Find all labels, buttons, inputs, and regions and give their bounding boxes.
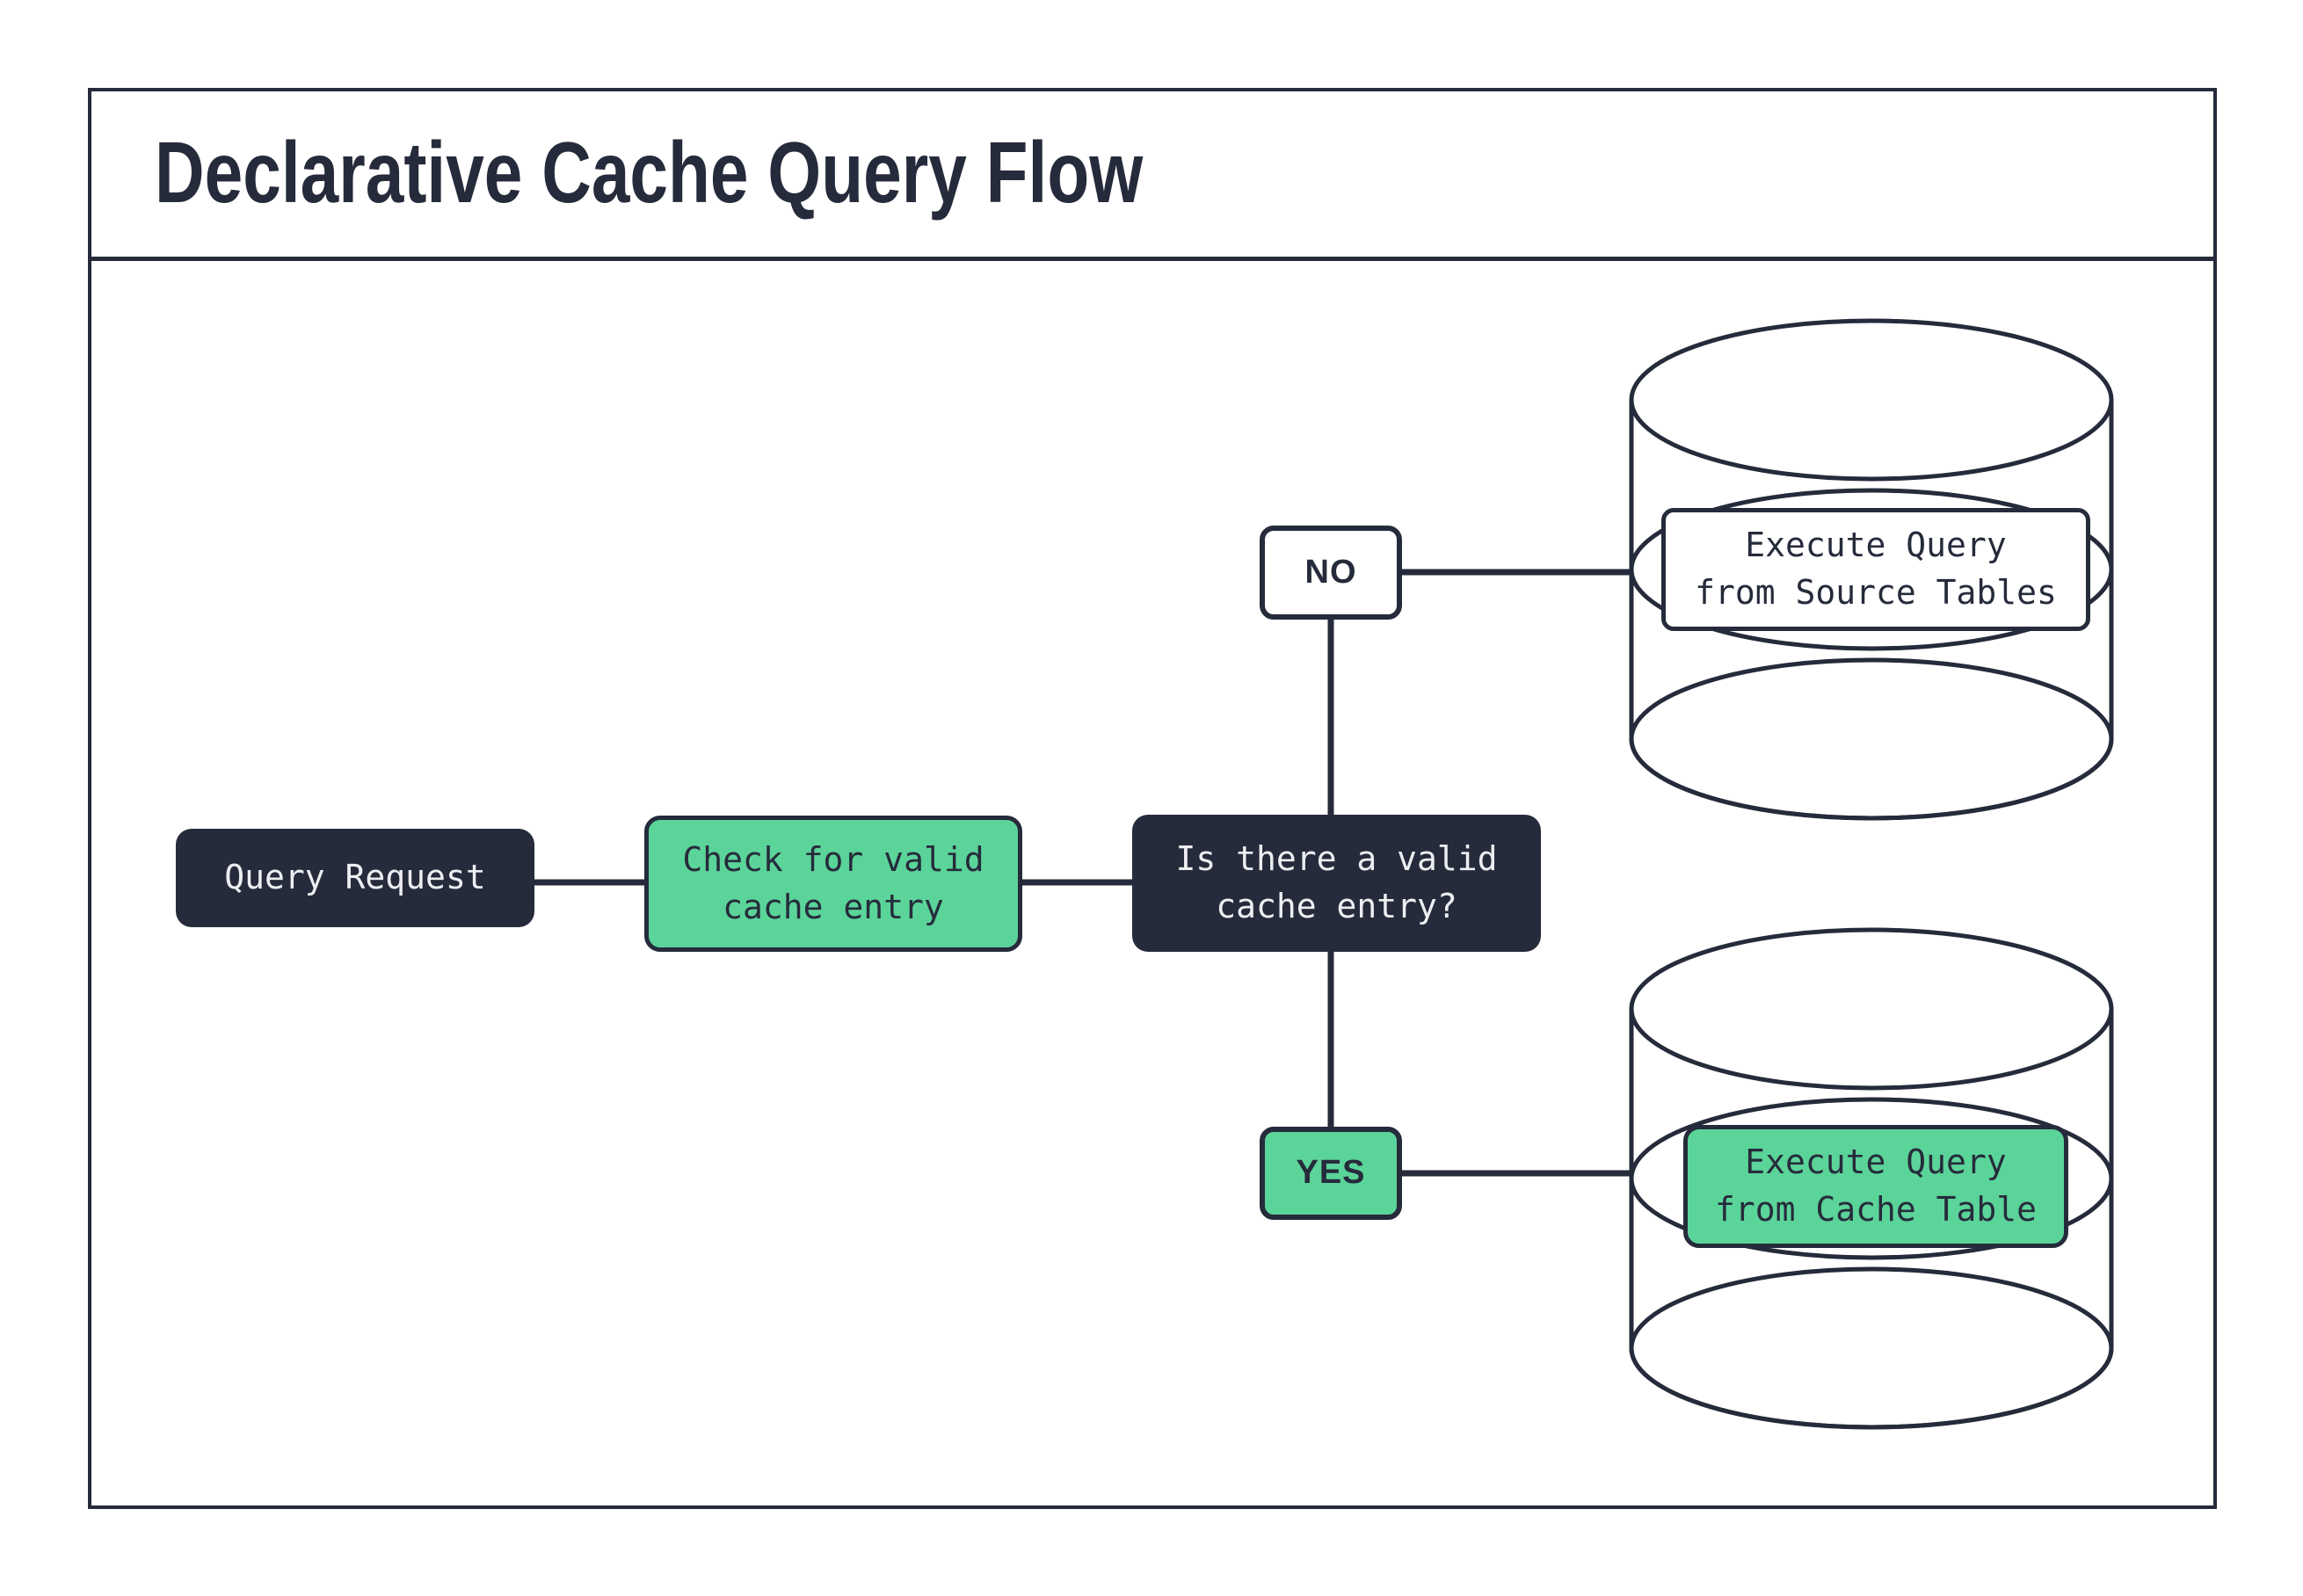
node-decision-valid-cache: Is there a valid cache entry? [1132, 815, 1541, 952]
cylinder-sides [1629, 400, 2114, 821]
node-check-cache: Check for valid cache entry [644, 816, 1022, 952]
node-label: Execute Query from Source Tables [1695, 526, 2057, 612]
node-label: Execute Query from Cache Table [1714, 1143, 2038, 1229]
branch-label-yes: YES [1260, 1127, 1402, 1220]
node-execute-query-source: Execute Query from Source Tables [1661, 508, 2090, 631]
node-label: Query Request [224, 858, 486, 897]
cylinder-top-ellipse [1629, 318, 2114, 482]
cylinder-sides [1629, 1009, 2114, 1430]
diagram-title: Declarative Cache Query Flow [155, 123, 1144, 221]
connectors [527, 569, 1633, 1177]
node-label: NO [1304, 553, 1357, 591]
node-execute-query-cache: Execute Query from Cache Table [1683, 1125, 2068, 1248]
node-label: YES [1296, 1154, 1366, 1192]
node-label: Check for valid cache entry [682, 839, 984, 926]
node-label: Is there a valid cache entry? [1175, 839, 1498, 925]
cylinder-top-ellipse [1629, 927, 2114, 1091]
diagram-header: Declarative Cache Query Flow [88, 88, 2217, 261]
branch-label-no: NO [1260, 526, 1402, 620]
node-query-request: Query Request [176, 829, 534, 927]
